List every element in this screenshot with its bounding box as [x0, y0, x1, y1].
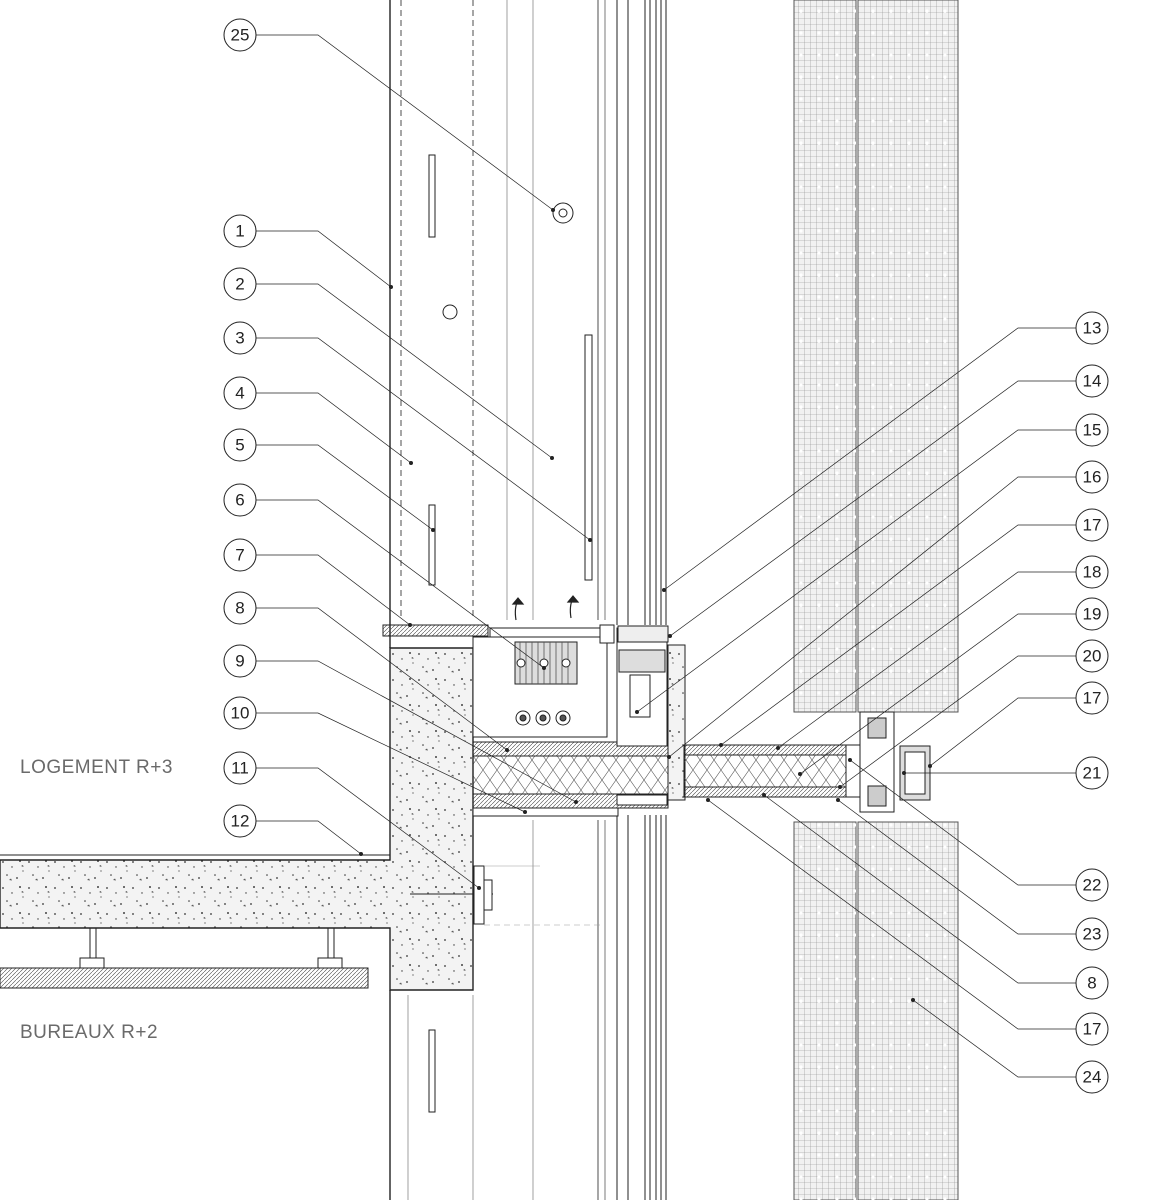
callout-17-c: 17	[1083, 1020, 1102, 1039]
callout-25: 25	[231, 26, 250, 45]
callout-17-a: 17	[1083, 516, 1102, 535]
callout-14: 14	[1083, 372, 1102, 391]
convector-box	[382, 624, 615, 738]
anchor-bolt	[410, 865, 600, 926]
callout-12: 12	[231, 812, 250, 831]
callout-15: 15	[1083, 421, 1102, 440]
callout-22: 22	[1083, 876, 1102, 895]
leader-lines	[256, 34, 1076, 1078]
curtain-wall-mullions	[616, 0, 667, 1200]
callout-9: 9	[235, 652, 244, 671]
callout-17-b: 17	[1083, 689, 1102, 708]
callout-24: 24	[1083, 1068, 1102, 1087]
callout-23: 23	[1083, 925, 1102, 944]
callout-13: 13	[1083, 319, 1102, 338]
callout-6: 6	[235, 491, 244, 510]
transom-block	[616, 625, 686, 806]
callout-8-left: 8	[235, 599, 244, 618]
callout-4: 4	[235, 384, 244, 403]
callouts-left	[223, 18, 257, 838]
pipe-circles	[442, 202, 574, 320]
callout-2: 2	[235, 275, 244, 294]
perforated-screen-upper	[793, 0, 959, 713]
callout-21: 21	[1083, 764, 1102, 783]
callout-10: 10	[231, 704, 250, 723]
callout-18: 18	[1083, 563, 1102, 582]
room-label-upper: LOGEMENT R+3	[20, 757, 173, 778]
callout-8-right: 8	[1087, 974, 1096, 993]
callouts-right	[1075, 311, 1109, 1094]
callout-20: 20	[1083, 647, 1102, 666]
callout-19: 19	[1083, 605, 1102, 624]
callout-3: 3	[235, 329, 244, 348]
callout-11: 11	[231, 759, 249, 778]
vent-slots	[428, 154, 593, 1113]
callout-16: 16	[1083, 468, 1102, 487]
interior-wall-lines	[389, 0, 606, 1200]
callout-1: 1	[235, 222, 244, 241]
callout-5: 5	[235, 436, 244, 455]
room-label-lower: BUREAUX R+2	[20, 1022, 159, 1043]
concrete-slab	[0, 647, 474, 991]
perforated-screen-lower	[793, 821, 959, 1200]
callout-7: 7	[235, 546, 244, 565]
leader-dots	[359, 208, 932, 1002]
airflow-arrows	[511, 595, 580, 621]
suspended-ceiling	[0, 928, 369, 989]
